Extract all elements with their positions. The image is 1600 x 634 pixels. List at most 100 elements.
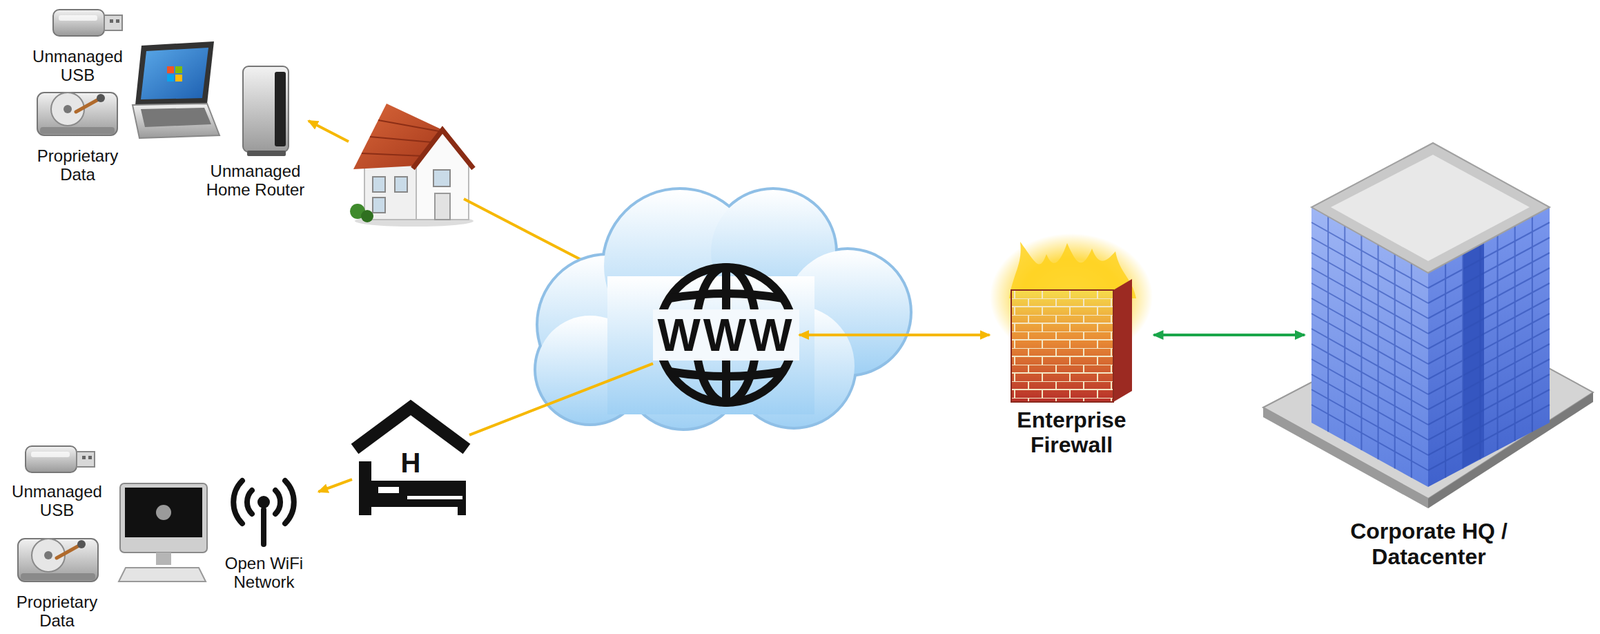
hotel-icon (354, 407, 467, 515)
wifi-icon-part (260, 509, 267, 544)
home-router-part (274, 71, 286, 147)
globe-part (652, 309, 800, 361)
text-wrap: Open WiFi Network (209, 553, 319, 591)
imac-part (124, 487, 203, 538)
laptop-part (140, 47, 209, 100)
laptop-part (140, 107, 212, 128)
window-line (1428, 404, 1550, 471)
usb-stick-part (25, 445, 95, 473)
text-wrap: Unmanaged USB (2, 481, 112, 520)
hq-node: Corporate HQ / Datacenter (1304, 153, 1554, 570)
text-wrap: Proprietary Data (2, 592, 112, 630)
usb-stick (53, 9, 123, 36)
text-wrap: Unmanaged Home Router (200, 161, 310, 199)
office-building (1263, 142, 1594, 509)
hotel-icon-part (378, 486, 399, 493)
laptop-part (167, 66, 174, 74)
imac-part (155, 552, 172, 565)
text-wrap: Corporate HQ / Datacenter (1304, 518, 1554, 570)
imac-part (120, 483, 208, 553)
window-line (1311, 374, 1429, 440)
house-part (372, 197, 386, 213)
network-link (318, 479, 353, 492)
house-part (361, 209, 374, 223)
wifi-icon-part (257, 495, 270, 509)
text-wrap: Enterprise Firewall (989, 407, 1155, 457)
house-part (364, 164, 417, 220)
data-label-node: Proprietary Data (23, 85, 133, 184)
usb-label-node: Unmanaged USB (2, 438, 112, 520)
house (349, 103, 474, 227)
network-link (1154, 333, 1306, 337)
hotel-icon-part (457, 506, 466, 515)
window-line (1428, 374, 1550, 440)
firewall-part (1011, 289, 1114, 402)
house-part (372, 176, 386, 192)
usb-stick (25, 445, 95, 473)
laptop-part (135, 41, 214, 105)
icon-label: Corporate HQ / Datacenter (1332, 518, 1526, 570)
hard-drive-part (17, 538, 99, 582)
hotel-icon-part (354, 407, 467, 449)
house-part (353, 103, 443, 170)
firewall-part (1011, 289, 1114, 402)
window-line (1428, 389, 1550, 455)
laptop-part (175, 66, 183, 74)
hotel-icon-part (371, 480, 466, 507)
data-label-node: Proprietary Data (2, 524, 112, 630)
router-node: Unmanaged Home Router (200, 60, 310, 199)
hotel-node: H (352, 400, 470, 515)
hard-drive (37, 92, 118, 136)
laptop-part (132, 103, 220, 139)
internet-cloud (536, 189, 910, 428)
icon-label: Unmanaged USB (5, 481, 110, 520)
www-globe-node: WWW (652, 261, 800, 408)
internet-cloud-part (536, 189, 910, 428)
imac (118, 483, 208, 582)
firewall (989, 233, 1153, 402)
laptop-part (167, 74, 174, 82)
house-part (412, 129, 474, 169)
office-building-part (1311, 142, 1550, 273)
imac-part (118, 567, 206, 582)
window-line (1311, 404, 1429, 471)
globe (652, 267, 800, 403)
hard-drive (17, 538, 99, 582)
hard-drive-part (37, 92, 118, 136)
wifi-icon (233, 480, 295, 544)
icon-label: Proprietary Data (26, 146, 130, 184)
usb-stick-part (53, 9, 123, 36)
wifi-node: Open WiFi Network (209, 476, 319, 591)
icon-label: Enterprise Firewall (992, 407, 1152, 457)
office-building-part (1330, 154, 1530, 261)
house-part (434, 193, 451, 220)
icon-label: Proprietary Data (5, 592, 110, 630)
network-link (799, 333, 990, 337)
firewall-node: Enterprise Firewall (989, 241, 1155, 457)
house-part (394, 176, 408, 192)
home-router-part (242, 66, 289, 152)
icon-label: WWW (657, 310, 796, 359)
icon-label: Open WiFi Network (212, 553, 317, 591)
laptop-part (175, 74, 183, 82)
icon-label: Unmanaged Home Router (203, 161, 308, 199)
firewall-part (1011, 289, 1114, 402)
text-wrap: WWW (652, 310, 800, 359)
imac-part (155, 504, 172, 520)
text-wrap: H (352, 448, 470, 477)
text-wrap: Proprietary Data (23, 146, 133, 184)
house-part (433, 169, 451, 187)
home-router (242, 66, 289, 156)
icon-label: Unmanaged USB (26, 46, 130, 85)
hotel-icon-part (407, 495, 463, 500)
laptop (132, 41, 220, 139)
network-link (469, 363, 653, 435)
internet-cloud-part (536, 189, 910, 428)
usb-label-node: Unmanaged USB (23, 2, 133, 85)
text-wrap: Unmanaged USB (23, 46, 133, 85)
hotel-icon-part (358, 461, 372, 515)
icon-label: H (401, 448, 422, 477)
home-router-part (247, 150, 286, 156)
firewall-part (1113, 278, 1133, 402)
